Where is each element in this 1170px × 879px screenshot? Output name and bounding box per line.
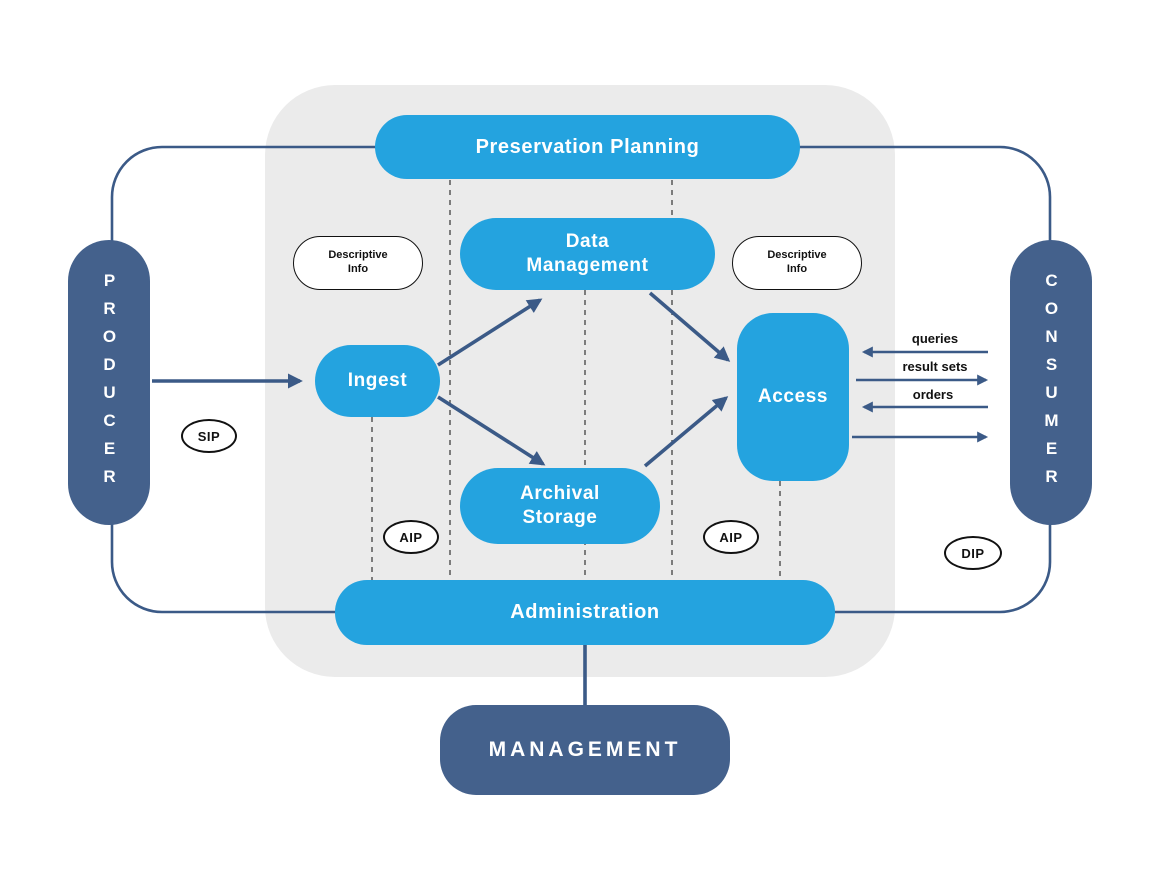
access-label: Access bbox=[757, 386, 829, 407]
descriptive-info-right: Descriptive Info bbox=[732, 236, 862, 290]
package-dip: DIP bbox=[944, 536, 1002, 570]
data-management-label: Data Management bbox=[526, 231, 649, 276]
management-label: MANAGEMENT bbox=[488, 738, 682, 761]
archival-storage-label: Archival Storage bbox=[520, 483, 600, 528]
node-data-management: Data Management bbox=[460, 218, 715, 290]
node-archival-storage: Archival Storage bbox=[460, 468, 660, 544]
descriptive-info-left-label: Descriptive Info bbox=[328, 249, 388, 275]
dip-label: DIP bbox=[961, 545, 985, 561]
node-access: Access bbox=[737, 313, 849, 481]
result-sets-label: result sets bbox=[902, 359, 968, 374]
package-aip-right: AIP bbox=[703, 520, 759, 554]
administration-label: Administration bbox=[510, 601, 660, 623]
aip-left-label: AIP bbox=[399, 529, 423, 545]
orders-label: orders bbox=[912, 387, 954, 402]
consumer-label: CONSUMER bbox=[1042, 270, 1061, 495]
queries-label: queries bbox=[911, 331, 959, 346]
node-consumer: CONSUMER bbox=[1010, 240, 1092, 525]
preservation-planning-label: Preservation Planning bbox=[475, 135, 700, 158]
node-management: MANAGEMENT bbox=[440, 705, 730, 795]
node-ingest: Ingest bbox=[315, 345, 440, 417]
aip-right-label: AIP bbox=[719, 529, 743, 545]
ingest-label: Ingest bbox=[347, 370, 408, 391]
sip-label: SIP bbox=[197, 428, 221, 444]
node-preservation-planning: Preservation Planning bbox=[375, 115, 800, 179]
package-aip-left: AIP bbox=[383, 520, 439, 554]
descriptive-info-right-label: Descriptive Info bbox=[767, 249, 827, 275]
node-producer: PRODUCER bbox=[68, 240, 150, 525]
package-sip: SIP bbox=[181, 419, 237, 453]
node-administration: Administration bbox=[335, 580, 835, 645]
producer-label: PRODUCER bbox=[100, 270, 119, 495]
descriptive-info-left: Descriptive Info bbox=[293, 236, 423, 290]
